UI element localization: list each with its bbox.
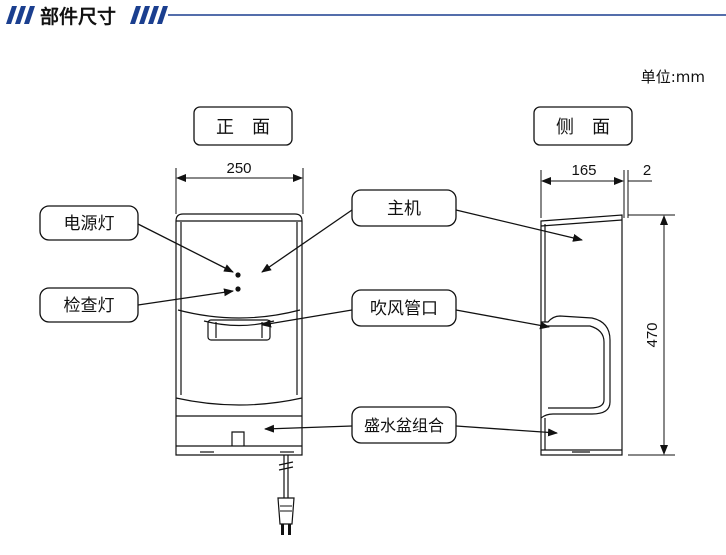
dimension-width-value: 250 <box>226 160 251 177</box>
front-view-unit <box>175 213 303 456</box>
callout-basin-label: 盛水盆组合 <box>364 416 444 435</box>
dimension-width <box>175 168 304 214</box>
callout-basin: 盛水盆组合 <box>351 406 457 444</box>
power-cord <box>278 455 294 498</box>
header-slash-left <box>6 6 35 24</box>
front-view-title: 正 面 <box>193 106 293 146</box>
leader-basin-side <box>455 425 558 437</box>
header: 部件尺寸 <box>6 5 726 28</box>
side-view-title: 侧 面 <box>533 106 633 146</box>
leader-basin-front <box>264 424 353 433</box>
callout-power-light-label: 电源灯 <box>64 214 115 234</box>
leader-power-light <box>137 223 234 273</box>
dimension-gap-value: 2 <box>643 162 651 179</box>
leader-check-light <box>137 288 234 306</box>
leader-outlet-front <box>261 309 353 328</box>
power-plug-icon <box>277 497 295 535</box>
side-view-label: 侧 面 <box>556 117 610 138</box>
dimension-height <box>628 214 675 456</box>
dimension-depth <box>540 170 652 218</box>
leader-main-unit-front <box>261 209 353 273</box>
unit-label: 单位:mm <box>641 68 705 86</box>
callout-main-unit-label: 主机 <box>387 199 421 219</box>
check-light-dot <box>235 286 241 292</box>
callout-check-light: 检查灯 <box>39 287 139 323</box>
callout-power-light: 电源灯 <box>39 205 139 241</box>
dimension-height-value: 470 <box>644 322 661 347</box>
dimension-depth-value: 165 <box>571 162 596 179</box>
leader-lines <box>137 209 583 437</box>
leader-outlet-side <box>455 309 550 330</box>
section-title: 部件尺寸 <box>40 5 116 28</box>
callout-check-light-label: 检查灯 <box>64 296 115 316</box>
front-view-label: 正 面 <box>216 117 270 138</box>
power-light-dot <box>235 272 241 278</box>
side-view-unit <box>540 214 623 456</box>
callout-air-outlet-label: 吹风管口 <box>370 299 438 319</box>
leader-main-unit-side <box>455 209 583 242</box>
header-slash-right <box>130 6 168 24</box>
callout-main-unit: 主机 <box>351 189 457 227</box>
callout-air-outlet: 吹风管口 <box>351 289 457 327</box>
